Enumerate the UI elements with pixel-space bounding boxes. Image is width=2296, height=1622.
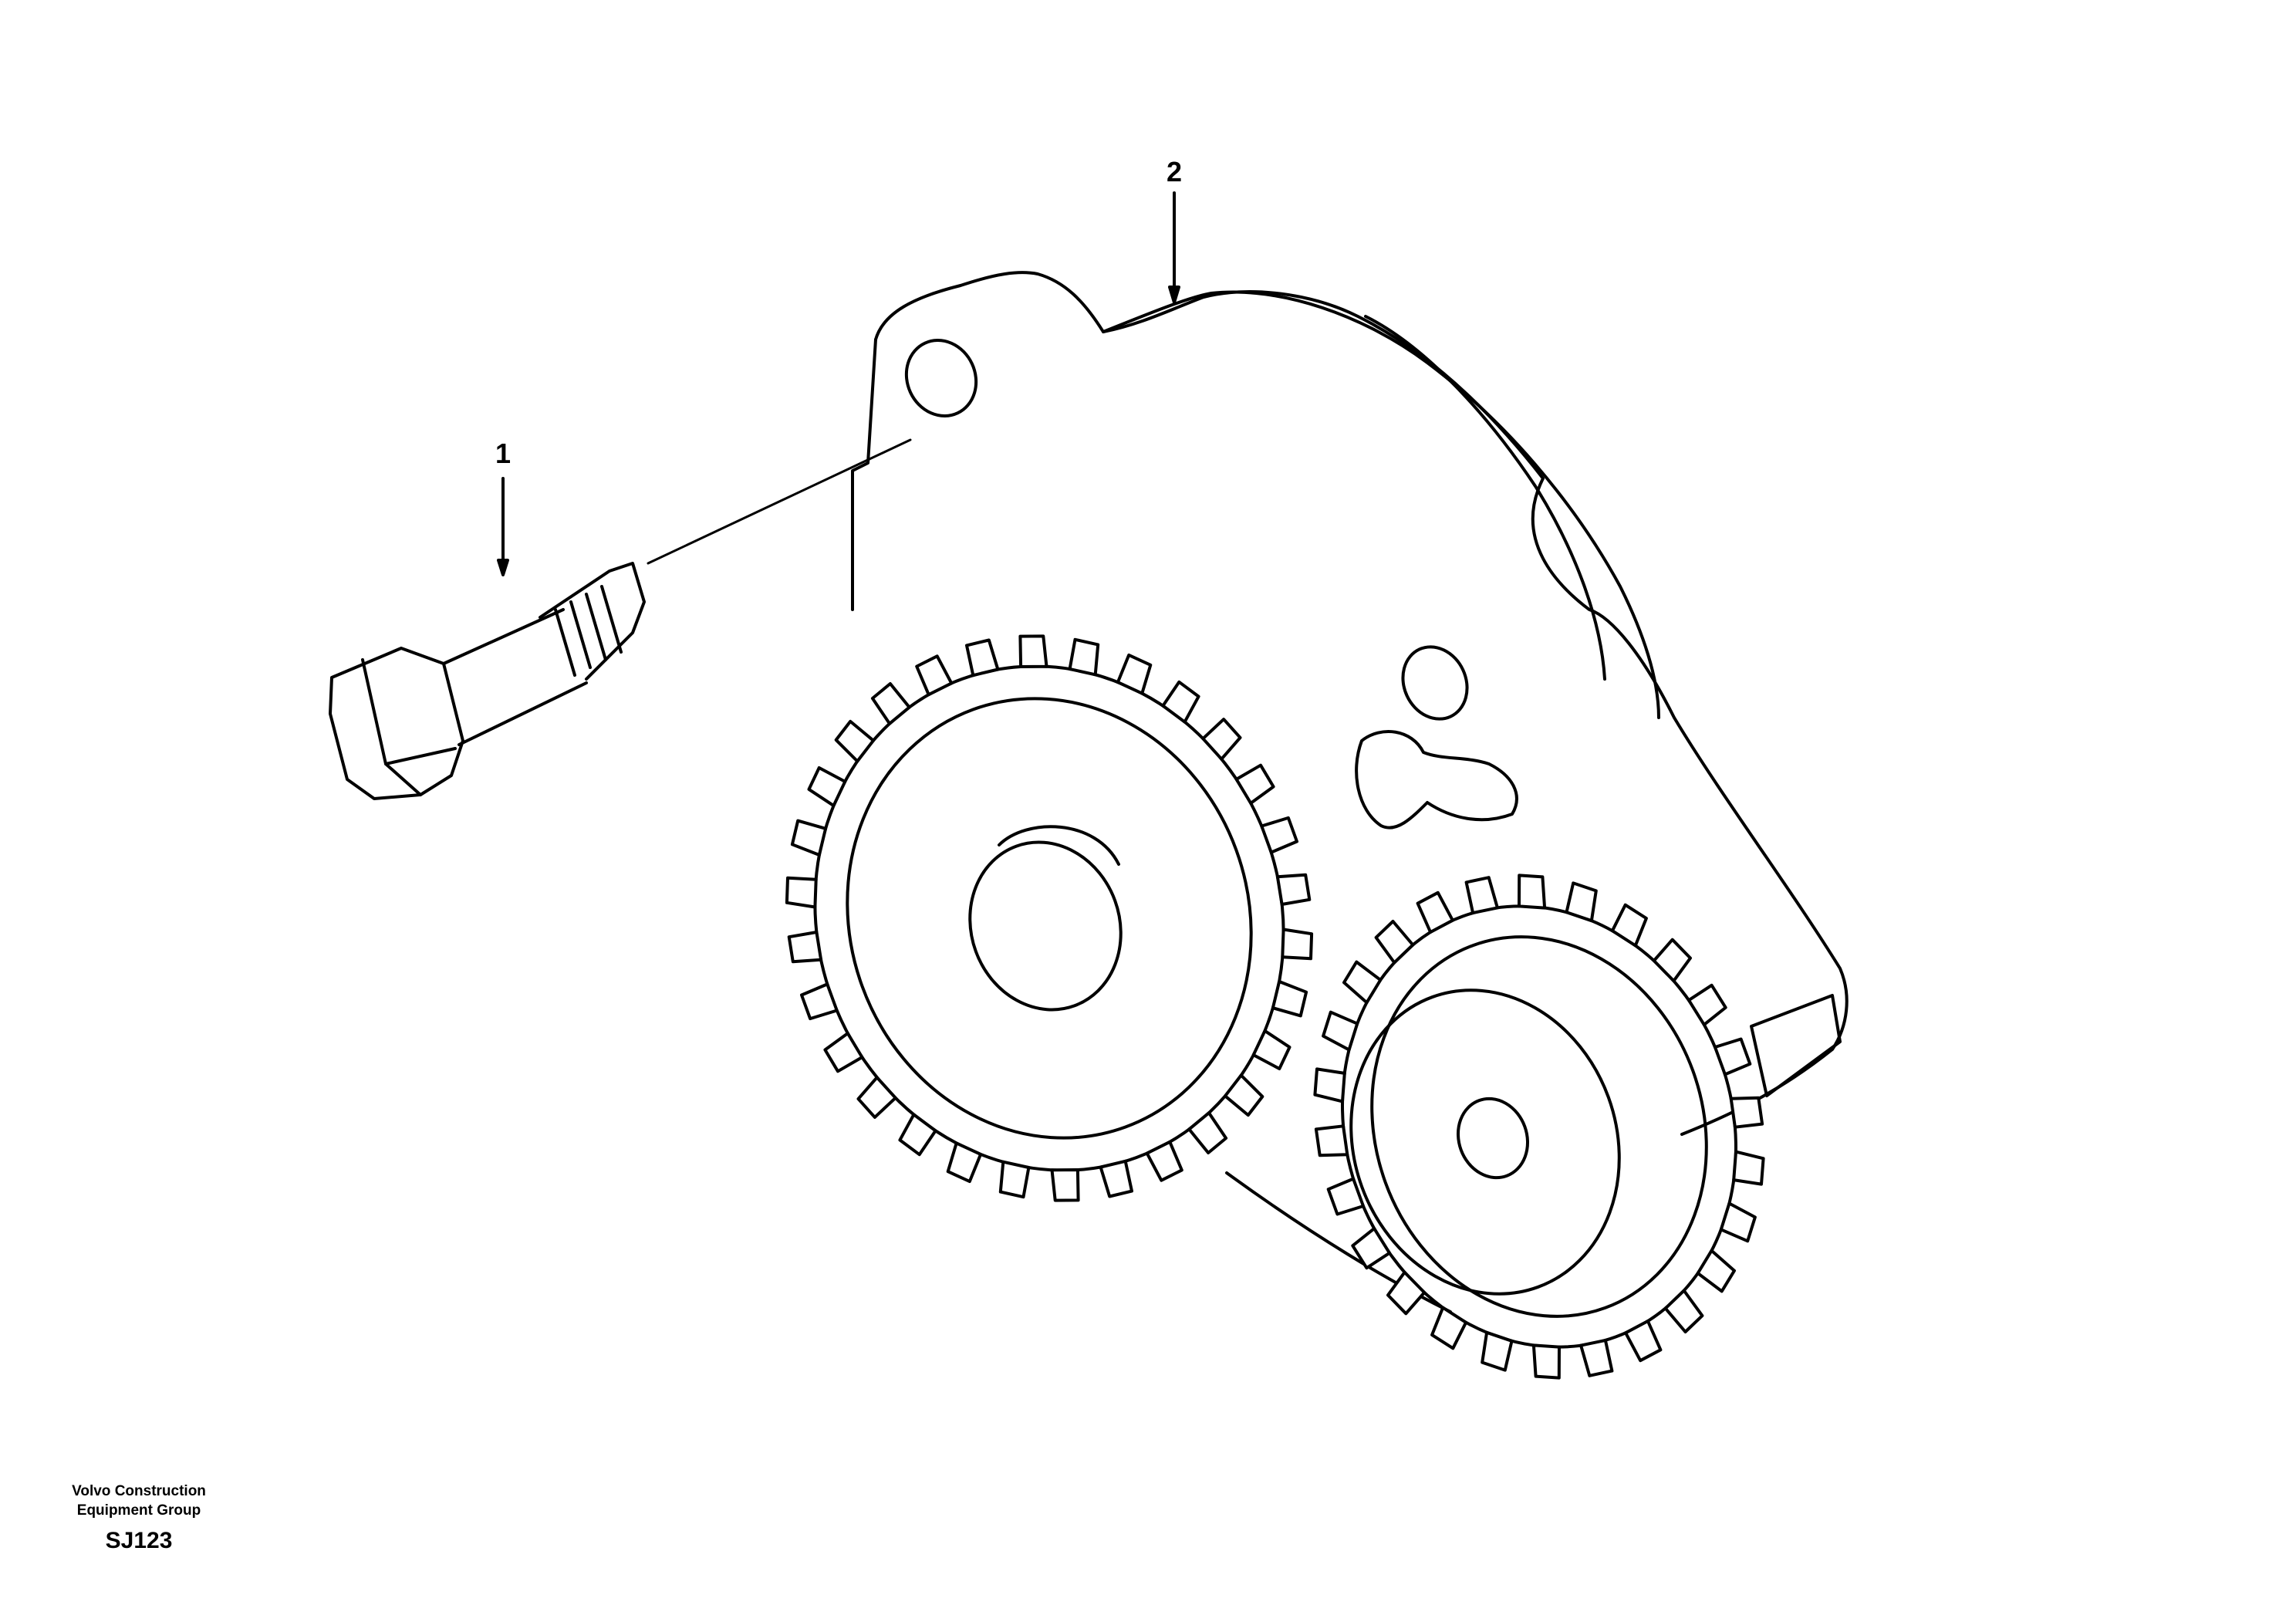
large-gear-tooth (1099, 1159, 1133, 1198)
small-gear-teeth (1313, 874, 1765, 1380)
large-gear-tooth (965, 638, 1000, 678)
small-gear-tooth (1714, 1037, 1752, 1076)
large-gear-tooth (998, 1160, 1031, 1199)
large-gear-tooth (807, 766, 847, 808)
large-gear-tooth (1068, 637, 1100, 677)
large-gear-tooth (1145, 1140, 1183, 1182)
small-gear-tooth (1342, 960, 1383, 1005)
large-gear-tooth (823, 1032, 864, 1073)
large-gear-tooth (946, 1141, 983, 1184)
large-gear-tooth (800, 982, 839, 1021)
small-gear-tooth (1518, 874, 1547, 910)
small-gear-tooth (1696, 1249, 1736, 1293)
small-gear-tooth (1732, 1150, 1765, 1186)
large-gear-teeth (785, 634, 1314, 1202)
callout-2-arrowhead (1168, 286, 1180, 304)
large-gear-tooth (1050, 1168, 1080, 1202)
callout-1-arrowhead (497, 559, 509, 576)
large-gear-tooth (1275, 873, 1312, 906)
small-gear (1340, 904, 1738, 1349)
large-gear-tooth (1018, 634, 1048, 668)
large-gear-tooth (1234, 763, 1275, 805)
large-gear-tooth (1281, 928, 1314, 961)
small-gear-tooth (1430, 1306, 1468, 1350)
large-gear-tooth (790, 819, 828, 857)
large-gear-tooth (1260, 816, 1298, 854)
small-gear-tooth (1314, 1124, 1349, 1157)
large-gear-tooth (870, 682, 911, 725)
small-gear-tooth (1481, 1330, 1514, 1372)
large-gear-tooth (1161, 680, 1200, 724)
small-gear-tooth (1687, 983, 1727, 1026)
small-gear-tooth (1531, 1343, 1561, 1380)
small-gear-tooth (1322, 1010, 1359, 1052)
small-gear-bore (1456, 1097, 1530, 1180)
large-gear-hub (968, 840, 1123, 1012)
large-gear-tooth (1187, 1111, 1228, 1154)
bolt-axis-line (647, 438, 912, 565)
large-gear-tooth (1271, 980, 1308, 1018)
large-gear-tooth (1251, 1029, 1292, 1070)
company-name-line-2: Equipment Group (76, 1502, 201, 1519)
large-gear-tooth (898, 1113, 937, 1157)
callout-2-label: 2 (1167, 156, 1182, 188)
small-gear-tooth (1663, 1289, 1704, 1333)
small-gear-tooth (1652, 938, 1692, 983)
callout-1-label: 1 (495, 438, 511, 469)
small-gear-tooth (1313, 1067, 1346, 1103)
large-gear-tooth (1116, 653, 1153, 695)
small-gear-tooth (1326, 1177, 1365, 1216)
small-gear-tooth (1374, 920, 1415, 965)
hex-bolt (329, 562, 646, 800)
small-gear-tooth (1464, 876, 1499, 915)
large-gear-tooth (1224, 1073, 1264, 1117)
large-gear-tooth (834, 719, 875, 763)
large-gear-tooth (856, 1076, 897, 1119)
large-gear-tooth (787, 931, 823, 964)
company-name-line-1: Volvo Construction (72, 1483, 206, 1499)
oil-pump-housing (851, 271, 1849, 1313)
large-gear-tooth (785, 876, 818, 909)
small-gear-tooth (1579, 1338, 1614, 1377)
small-gear-tooth (1351, 1227, 1391, 1270)
small-gear-tooth (1565, 881, 1598, 923)
small-gear-tooth (1719, 1201, 1757, 1243)
figure-code: SJ123 (105, 1528, 173, 1553)
small-gear-tooth (1610, 903, 1648, 948)
small-gear-tooth (1729, 1096, 1764, 1129)
large-gear-tooth (915, 654, 954, 697)
large-gear-tooth (1201, 718, 1242, 761)
large-gear (813, 664, 1285, 1172)
small-gear-tooth (1416, 890, 1454, 934)
small-gear-tooth (1386, 1270, 1427, 1316)
small-gear-tooth (1624, 1320, 1663, 1363)
